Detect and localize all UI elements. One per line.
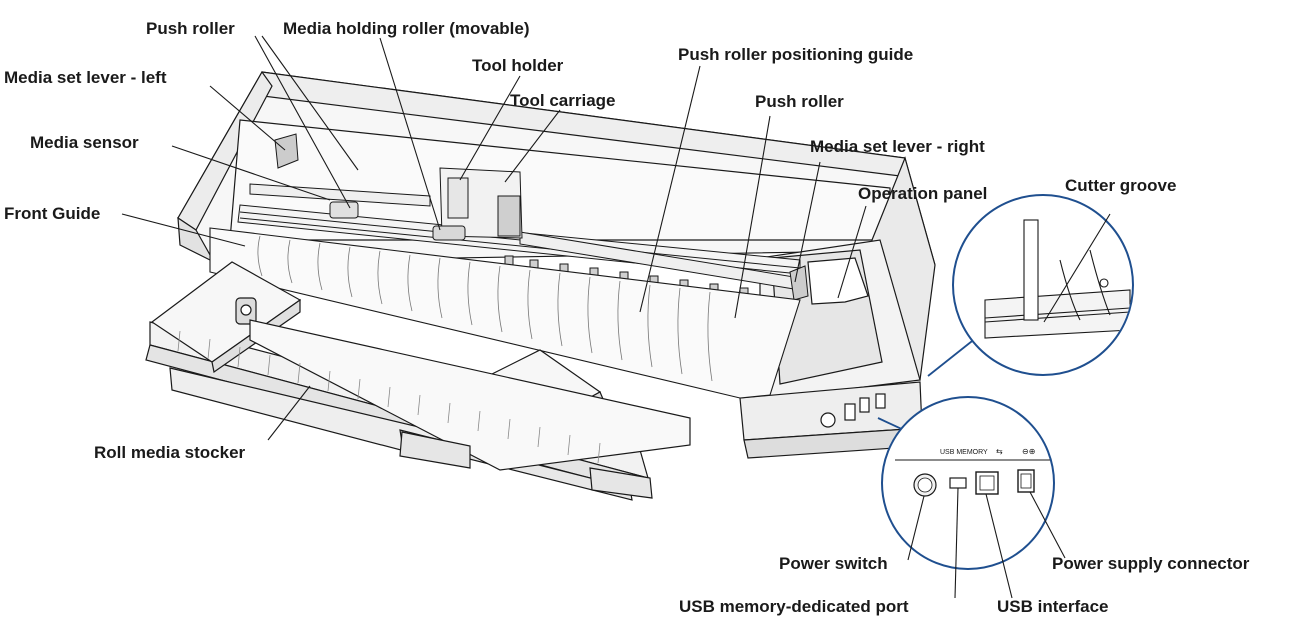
label-push-roller-positioning-guide: Push roller positioning guide [678, 45, 914, 64]
label-power-supply-connector: Power supply connector [1052, 554, 1250, 573]
label-cutter-groove: Cutter groove [1065, 176, 1177, 195]
front-guide [209, 227, 801, 399]
label-push-roller-right: Push roller [755, 92, 844, 111]
usb-memory-inset-label: USB MEMORY [940, 449, 988, 456]
cutter-groove-leader [1043, 213, 1111, 323]
leader-lines [121, 35, 1066, 599]
label-media-sensor: Media sensor [30, 133, 139, 152]
cutter-groove-inset [927, 194, 1134, 377]
label-media-holding-roller: Media holding roller (movable) [283, 19, 530, 38]
label-power-switch: Power switch [779, 554, 888, 573]
power-symbol-icon: ⊖⊕ [1022, 447, 1035, 456]
label-usb-memory-port: USB memory-dedicated port [679, 597, 909, 616]
roll-media-stocker [145, 261, 691, 501]
label-operation-panel: Operation panel [858, 184, 988, 203]
label-media-set-lever-left: Media set lever - left [4, 68, 167, 87]
label-push-roller-left: Push roller [146, 19, 235, 38]
label-roll-media-stocker: Roll media stocker [94, 443, 246, 462]
ports-inset: USB MEMORY ⇆ ⊖⊕ [877, 396, 1055, 570]
label-tool-holder: Tool holder [472, 56, 564, 75]
stocker-ribs [177, 330, 601, 464]
label-front-guide: Front Guide [4, 204, 101, 223]
label-usb-interface: USB interface [997, 597, 1109, 616]
usb-memory-port [949, 477, 967, 489]
label-media-set-lever-right: Media set lever - right [810, 137, 985, 156]
usb-symbol-icon: ⇆ [996, 447, 1003, 456]
front-guide-ribs [257, 235, 713, 382]
label-tool-carriage: Tool carriage [510, 91, 616, 110]
